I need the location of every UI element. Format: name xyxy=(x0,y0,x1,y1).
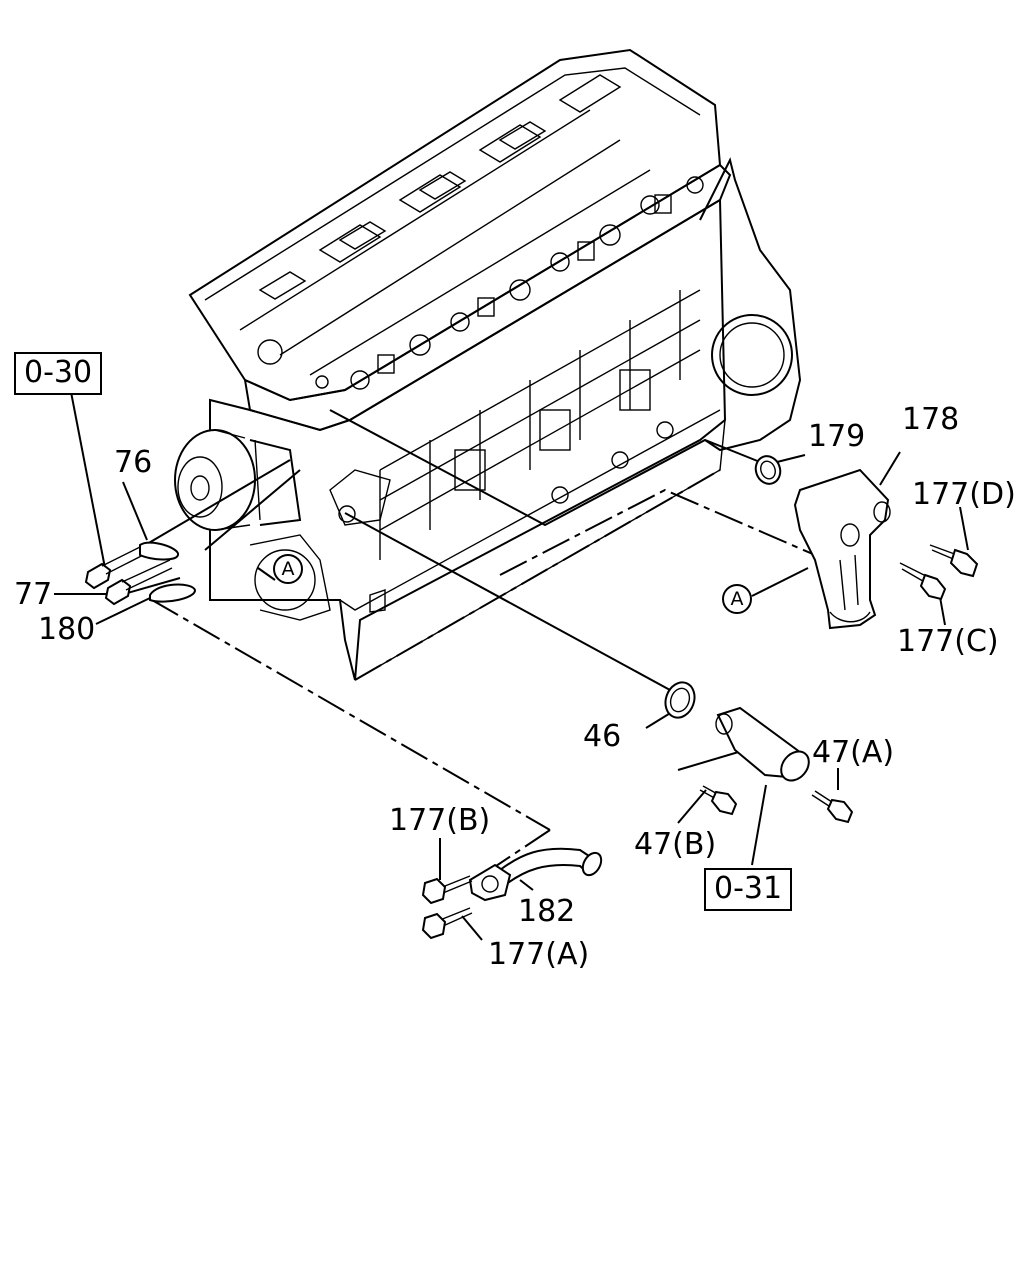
callout-177-d: 177(D) xyxy=(912,477,1016,512)
callout-177-a: 177(A) xyxy=(488,937,590,972)
parts xyxy=(84,455,979,940)
callout-179: 179 xyxy=(808,419,866,454)
callout-182: 182 xyxy=(518,894,576,929)
callout-177-c: 177(C) xyxy=(897,624,999,659)
callout-47-a: 47(A) xyxy=(812,735,895,770)
callout-47-b: 47(B) xyxy=(634,827,717,862)
engine-block xyxy=(174,48,802,681)
marker-a-right: A xyxy=(722,584,752,614)
marker-a-left: A xyxy=(273,554,303,584)
callout-180: 180 xyxy=(38,612,96,647)
reference-box-0-30[interactable]: 0-30 xyxy=(14,352,103,395)
reference-box-0-31[interactable]: 0-31 xyxy=(704,868,793,911)
callout-178: 178 xyxy=(902,402,960,437)
callout-76: 76 xyxy=(114,445,153,480)
callout-177-b: 177(B) xyxy=(389,803,491,838)
callout-46: 46 xyxy=(583,719,622,754)
callout-77: 77 xyxy=(14,577,53,612)
